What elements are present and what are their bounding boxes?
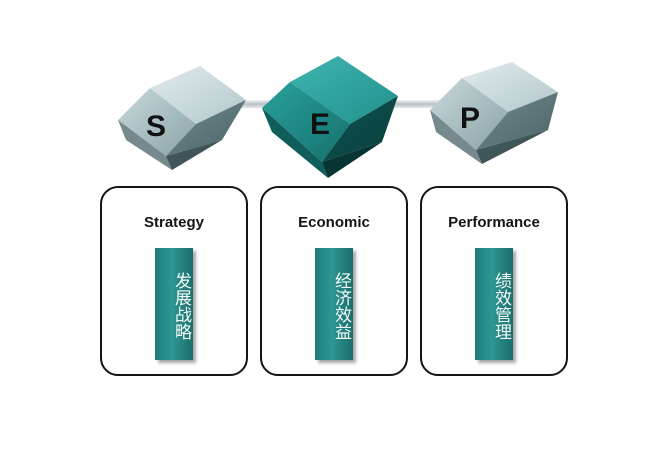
tag-text-strategy: 发展战略	[171, 272, 191, 340]
connector-rod-right	[360, 100, 444, 108]
tag-economic: 经济效益	[315, 248, 353, 360]
panel-performance: Performance 绩效管理	[420, 186, 568, 376]
panel-title-performance: Performance	[448, 214, 540, 231]
cube-s-letter: S	[146, 110, 166, 143]
panel-title-strategy: Strategy	[143, 214, 205, 231]
tag-text-performance: 绩效管理	[491, 272, 511, 340]
cube-row: S E P	[118, 56, 558, 178]
cube-e: E	[262, 56, 398, 178]
tag-performance: 绩效管理	[475, 248, 513, 360]
connector-rod-left	[205, 100, 285, 108]
cube-s: S	[118, 66, 246, 170]
tag-text-economic: 经济效益	[331, 272, 351, 340]
cube-p-letter: P	[460, 102, 480, 135]
cube-p: P	[430, 62, 558, 164]
panel-strategy: Strategy 发展战略	[100, 186, 248, 376]
panel-economic: Economic 经济效益	[260, 186, 408, 376]
tag-strategy: 发展战略	[155, 248, 193, 360]
cube-e-letter: E	[310, 108, 330, 141]
panel-title-economic: Economic	[298, 214, 370, 231]
